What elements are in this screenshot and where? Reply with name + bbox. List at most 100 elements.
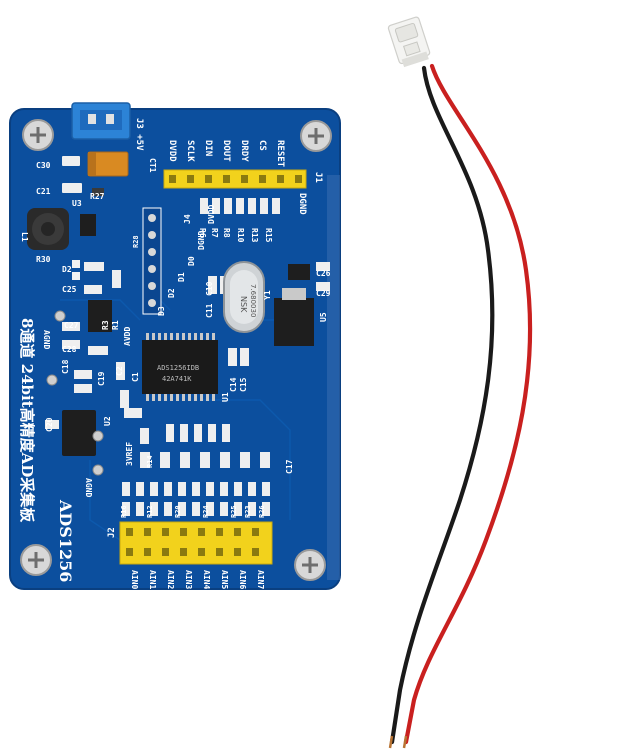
r25-label: R25 [230, 505, 238, 518]
ain2-label: AIN2 [166, 570, 175, 589]
r30-label: R30 [36, 255, 51, 264]
mounting-screw-bl [20, 544, 52, 576]
ct1-label: CT1 [148, 158, 157, 173]
ldo-u5 [274, 298, 314, 346]
header-j4 [142, 207, 162, 315]
j1-pin-labels: DVDD SCLK DIN DOUT DRDY CS RESET DGND J1… [148, 140, 323, 215]
pin-label-drdy: DRDY [239, 140, 249, 162]
l1-label: L1 [20, 232, 29, 242]
c25-label: C25 [62, 285, 77, 294]
c30-label: C30 [36, 161, 51, 170]
agnd-label-2: AGND [84, 478, 93, 497]
r20-label: R20 [174, 505, 182, 518]
j4-dgnd: DGND [197, 231, 206, 250]
r14-label: R14 [146, 455, 154, 468]
c10-label: C10 [205, 281, 214, 296]
black-wire [389, 65, 495, 745]
r26-label: R26 [258, 505, 266, 518]
c26-label: C26 [316, 269, 331, 278]
d2-label: D2 [62, 265, 72, 274]
r13-label: R13 [250, 228, 259, 243]
led [72, 260, 80, 268]
board-title: 8通道 24bit高精度AD采集板 [18, 318, 36, 523]
pin-label-din: DIN [203, 140, 213, 156]
test-points [46, 310, 104, 476]
c27-label: C27 [64, 321, 79, 330]
c11-label: C11 [205, 303, 214, 318]
c1-label: C1 [131, 372, 140, 382]
adc-chip: ADS1256IDB 42A741K [142, 333, 218, 401]
j4-pin-labels: D3 D2 D1 D0 DGND DVDD J4 [157, 205, 216, 316]
j4-d0: D0 [187, 256, 196, 266]
pin-label-reset: RESET [275, 140, 285, 168]
ain3-label: AIN3 [184, 570, 193, 589]
power-terminal [71, 102, 131, 140]
r24-label: R24 [202, 505, 210, 518]
transistor [288, 264, 310, 280]
r8-label: R8 [222, 228, 231, 238]
r7-label: R7 [210, 228, 219, 238]
crystal-mark-2: 7.680030 [249, 284, 257, 317]
board-model: ADS1256 [56, 499, 75, 582]
j1-label: J1 [313, 172, 323, 183]
mounting-screw-br [294, 549, 326, 581]
r27-label: R27 [90, 192, 105, 201]
mounting-screw-tr [300, 120, 332, 152]
pin-label-cs: CS [257, 140, 267, 151]
cable-assembly [387, 16, 533, 749]
reference-ic-u2 [62, 410, 96, 456]
r10-label: R10 [236, 228, 245, 243]
c17-label: C17 [285, 459, 294, 474]
j4-d2: D2 [167, 288, 176, 298]
r6-label: R6 [198, 228, 207, 238]
power-label: J3 +5V [134, 118, 144, 151]
chip-marking-2: 42A741K [162, 375, 192, 383]
c19-label: C19 [97, 371, 106, 386]
c15-label: C15 [239, 377, 248, 392]
u2-label: U2 [103, 416, 112, 426]
header-j2 [119, 521, 273, 565]
analog-input-labels: AIN0 AIN1 AIN2 AIN3 AIN4 AIN5 AIN6 AIN7 [130, 570, 265, 589]
header-j1 [163, 169, 307, 189]
c28-label: C28 [62, 345, 77, 354]
crystal-mark-1: NSK [239, 296, 248, 313]
c14-label: C14 [229, 377, 238, 392]
inductor-l1 [27, 208, 69, 250]
resistor-labels: R6 R7 R8 R10 R13 R15 [198, 228, 273, 243]
r23-label: R23 [244, 505, 252, 518]
j4-d1: D1 [177, 272, 186, 282]
r1-label: R1 [111, 320, 120, 330]
u5-label: U5 [319, 312, 328, 322]
j2-label: J2 [107, 527, 117, 538]
chip-marking-1: ADS1256IDB [157, 364, 199, 372]
pin-label-dvdd: DVDD [167, 140, 177, 162]
crystal-y1: NSK 7.680030 [223, 261, 265, 333]
ain1-label: AIN1 [148, 570, 157, 589]
c21-label: C21 [36, 187, 51, 196]
r28-label: R28 [132, 235, 140, 248]
ain0-label: AIN0 [130, 570, 139, 589]
y1-label: Y1 [263, 290, 272, 300]
input-filter-bank [122, 424, 270, 516]
c20-label: C20 [45, 417, 54, 432]
pcb-board: J3 +5V [9, 102, 341, 590]
ain6-label: AIN6 [238, 570, 247, 589]
red-wire [403, 63, 533, 745]
r12-label: R12 [146, 505, 154, 518]
jst-connector [387, 16, 431, 68]
led [72, 272, 80, 280]
j4-d3: D3 [157, 306, 166, 316]
resistor-array [200, 198, 280, 214]
avdd-label: AVDD [123, 327, 132, 346]
c18-label: C18 [61, 359, 70, 374]
r16-label: R16 [120, 505, 128, 518]
pin-label-dgnd: DGND [297, 193, 307, 215]
vref-label: 3VREF [125, 442, 134, 466]
r3-label: R3 [101, 320, 110, 330]
j4-dvdd: DVDD [207, 205, 216, 224]
c29-label: C29 [316, 289, 331, 298]
c2-label: C2 [115, 366, 124, 376]
ain4-label: AIN4 [202, 570, 211, 589]
agnd-label-1: AGND [42, 330, 51, 349]
